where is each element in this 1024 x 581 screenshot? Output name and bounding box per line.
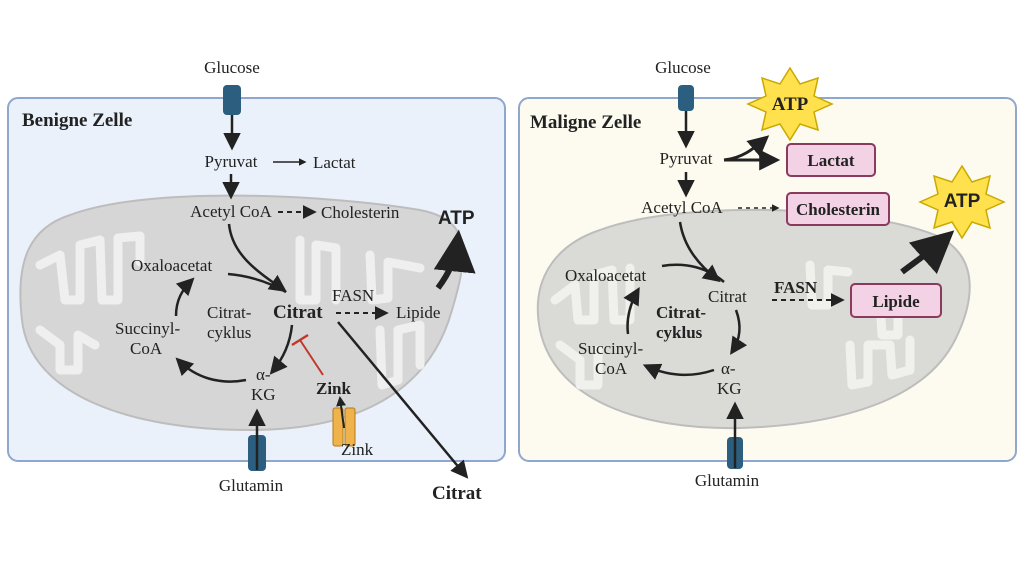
malign-cholesterin-label: Cholesterin [796, 200, 881, 219]
malign-akg-label-1: α- [721, 359, 736, 378]
malign-succinyl-label-2: CoA [595, 359, 628, 378]
malign-citrat-akg-arc [730, 309, 748, 355]
benign-cycle-label-2: cyklus [207, 323, 251, 342]
malign-glucose-label: Glucose [655, 58, 711, 77]
benign-akg-succinyl-arc [175, 357, 247, 383]
benign-akg-label-2: KG [251, 385, 276, 404]
benign-title: Benigne Zelle [22, 110, 132, 131]
malign-acetyl-citrat-arrow [678, 221, 721, 283]
malign-lipide-box [850, 283, 942, 318]
malign-lactat-label: Lactat [807, 151, 855, 170]
malign-atp-right-arrow [900, 230, 955, 275]
benign-succinyl-oxalo-arc [174, 277, 195, 317]
benign-lactat-label: Lactat [313, 153, 356, 172]
benign-lipide-label: Lipide [396, 303, 440, 322]
benign-succinyl-label-1: Succinyl- [115, 319, 180, 338]
malign-cycle-label-2: cyklus [656, 323, 703, 342]
malign-lipide-label: Lipide [872, 292, 920, 311]
benign-zink-outer-label: Zink [341, 440, 374, 459]
malign-glucose-transporter [678, 85, 694, 111]
benign-zinc-inhibition-line [299, 339, 324, 376]
malign-akg-label-2: KG [717, 379, 742, 398]
malign-atp-top-star: ATP [746, 66, 834, 142]
benign-pyruvat-label: Pyruvat [205, 152, 258, 171]
benign-citrat-out-label: Citrat [432, 483, 482, 504]
malign-succinyl-oxalo-arc [623, 286, 640, 335]
benign-glucose-transporter [223, 85, 241, 115]
benign-mitochondrion [19, 194, 464, 432]
malign-fasn-label: FASN [774, 278, 818, 297]
malign-akg-succinyl-arc [642, 363, 715, 380]
malign-citrat-label: Citrat [708, 287, 747, 306]
benign-atp-arrow [433, 229, 476, 290]
benign-acetyl-citrat-arrow [227, 223, 287, 292]
malign-cell: Maligne Zelle Glucose ATP Pyruvat Lactat… [518, 58, 1017, 490]
benign-acetyl-label: Acetyl CoA [190, 202, 272, 221]
malign-pyruvat-label: Pyruvat [660, 149, 713, 168]
malign-oxalo-citrat-arc [661, 263, 725, 283]
malign-atp-top-label: ATP [772, 94, 809, 115]
malign-title: Maligne Zelle [530, 112, 641, 133]
malign-lactat-box [786, 143, 876, 177]
benign-cholesterin-label: Cholesterin [321, 203, 400, 222]
malign-acetyl-label: Acetyl CoA [641, 198, 723, 217]
benign-glucose-label: Glucose [204, 58, 260, 77]
benign-zink-inner-label: Zink [316, 379, 352, 398]
benign-cell: Benigne Zelle Glucose Pyruvat Lactat Ace… [7, 58, 506, 504]
malign-succinyl-label-1: Succinyl- [578, 339, 643, 358]
malign-atp-right-star: ATP [918, 164, 1006, 240]
benign-glutamin-label: Glutamin [219, 476, 284, 495]
benign-zinc-channel [332, 407, 356, 447]
benign-cycle-label-1: Citrat- [207, 303, 252, 322]
benign-atp-label: ATP [438, 208, 475, 229]
benign-citrat-export-arrow [337, 321, 469, 479]
benign-zinc-inhibition-bar [291, 333, 309, 347]
benign-zinc-import-arrow [336, 396, 347, 429]
benign-akg-label-1: α- [256, 365, 271, 384]
malign-oxaloacetat-label: Oxaloacetat [565, 266, 646, 285]
benign-citrat-akg-arc [269, 324, 294, 375]
benign-citrat-label: Citrat [273, 302, 323, 323]
benign-succinyl-label-2: CoA [130, 339, 163, 358]
malign-cholesterin-box [786, 192, 890, 226]
malign-atp-right-label: ATP [944, 191, 981, 212]
benign-oxaloacetat-label: Oxaloacetat [131, 256, 212, 275]
malign-cycle-label-1: Citrat- [656, 303, 706, 322]
benign-fasn-label: FASN [332, 286, 374, 305]
benign-oxalo-citrat-arc [227, 272, 287, 294]
malign-glutamin-label: Glutamin [695, 471, 760, 490]
